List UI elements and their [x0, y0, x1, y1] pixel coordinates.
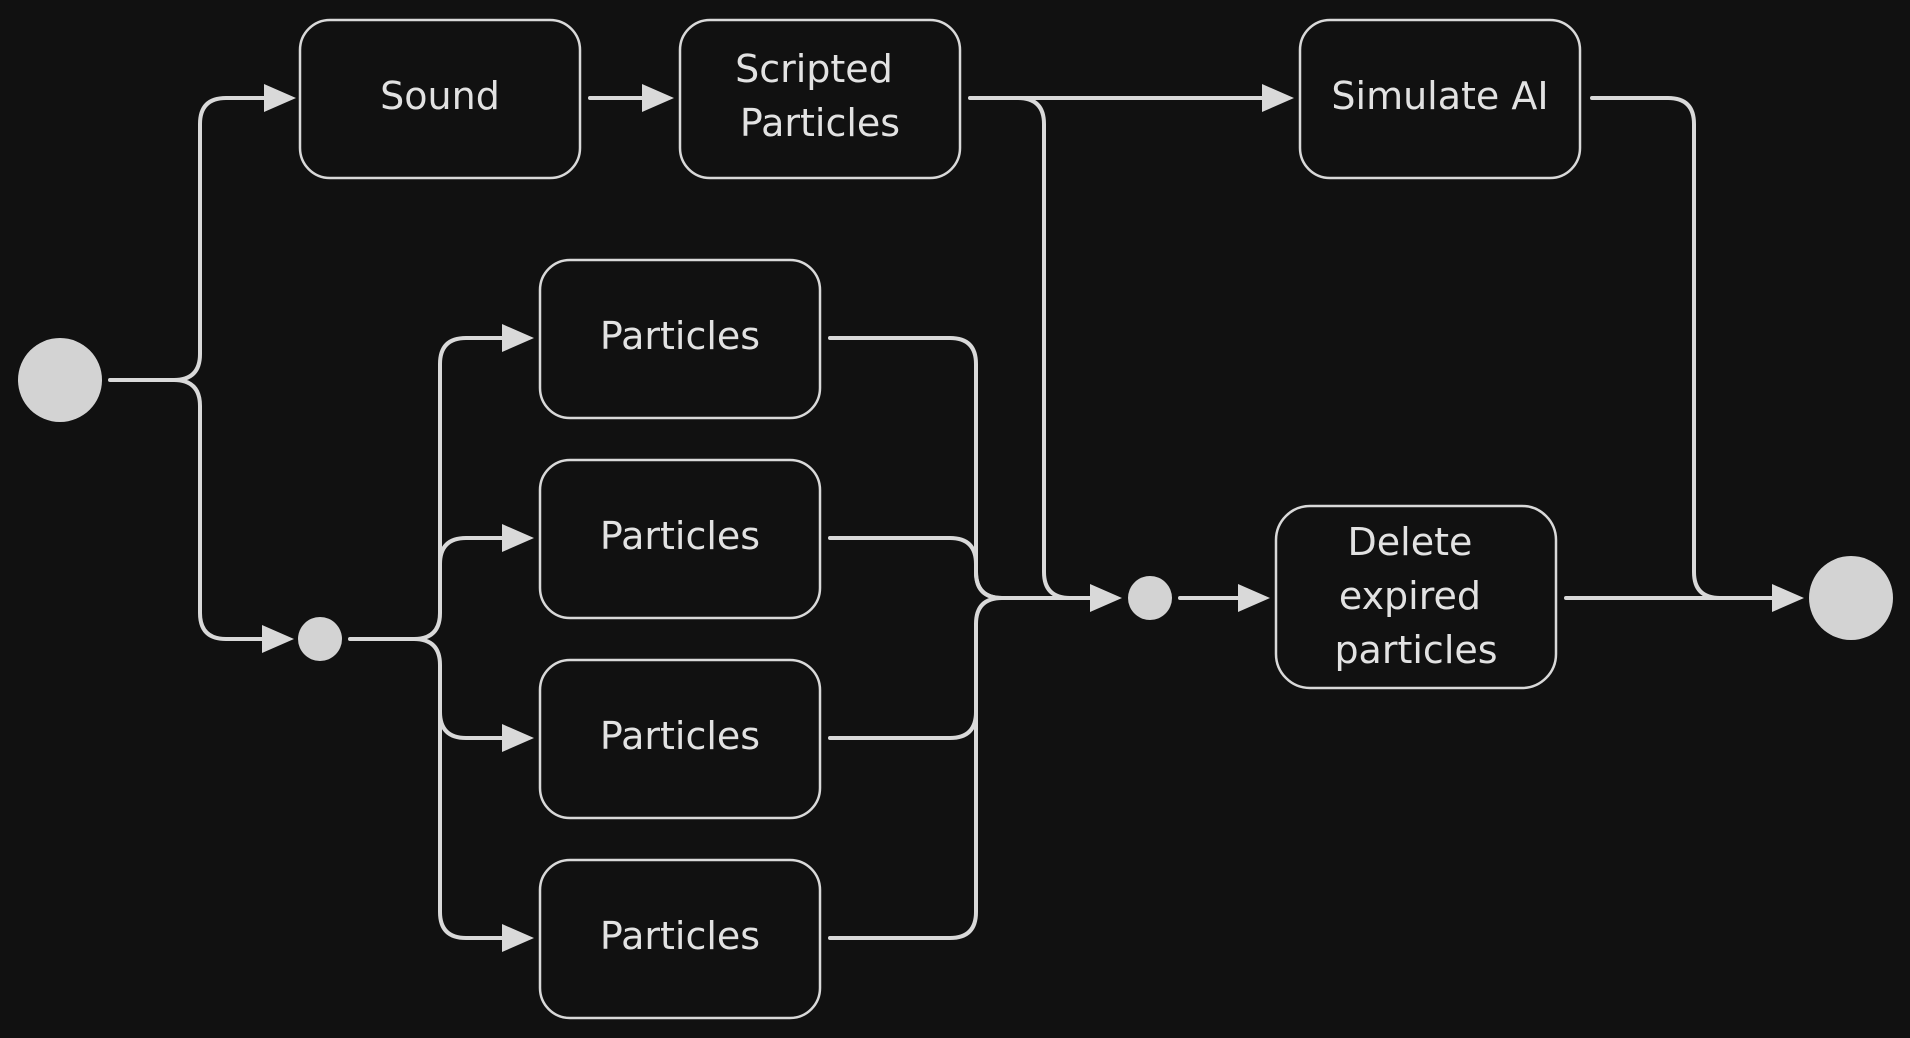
- arrowhead-particles-2: [502, 524, 534, 552]
- arrowhead-join: [1090, 584, 1122, 612]
- edge-particles-2-to-join: [828, 536, 1004, 600]
- node-particles-4-label: Particles: [600, 914, 760, 958]
- edge-fork-to-particles-2: [438, 536, 506, 566]
- node-sound-label: Sound: [380, 74, 500, 118]
- edge-particles-1-to-join: [828, 336, 1094, 600]
- node-particles-4: Particles: [538, 858, 822, 1020]
- edge-scripted-particles-to-join: [1016, 96, 1092, 600]
- node-simulate-ai: Simulate AI: [1298, 18, 1582, 180]
- arrowhead-simulate-ai: [1262, 84, 1294, 112]
- arrowhead-delete-expired: [1238, 584, 1270, 612]
- edges: [108, 84, 1804, 952]
- edge-simulate-ai-to-end: [1590, 96, 1774, 600]
- edge-fork-to-particles-1: [412, 336, 506, 641]
- node-particles-3-label: Particles: [600, 714, 760, 758]
- arrowhead-scripted-particles: [642, 84, 674, 112]
- edge-fork-to-particles-3: [412, 637, 506, 740]
- node-particles-1: Particles: [538, 258, 822, 420]
- edge-start-to-sound: [108, 96, 270, 382]
- edge-fork-to-particles-4: [438, 710, 506, 940]
- arrowhead-particles-1: [502, 324, 534, 352]
- node-particles-2-label: Particles: [600, 514, 760, 558]
- node-delete-expired-particles: Delete expired particles: [1274, 504, 1558, 690]
- node-particles-3: Particles: [538, 658, 822, 820]
- arrowhead-end: [1772, 584, 1804, 612]
- edge-start-to-fork: [172, 378, 266, 641]
- join-node: [1128, 576, 1172, 620]
- node-scripted-particles-label: Scripted Particles: [735, 47, 905, 145]
- node-scripted-particles: Scripted Particles: [678, 18, 962, 180]
- node-delete-expired-particles-label: Delete expired particles: [1334, 520, 1497, 672]
- arrowhead-sound: [264, 84, 296, 112]
- node-particles-1-label: Particles: [600, 314, 760, 358]
- arrowhead-fork: [262, 625, 294, 653]
- arrowhead-particles-3: [502, 724, 534, 752]
- end-node: [1809, 556, 1893, 640]
- arrowhead-particles-4: [502, 924, 534, 952]
- start-node: [18, 338, 102, 422]
- fork-node: [298, 617, 342, 661]
- edge-particles-4-to-join: [828, 622, 978, 940]
- node-simulate-ai-label: Simulate AI: [1331, 74, 1548, 118]
- node-sound: Sound: [298, 18, 582, 180]
- node-particles-2: Particles: [538, 458, 822, 620]
